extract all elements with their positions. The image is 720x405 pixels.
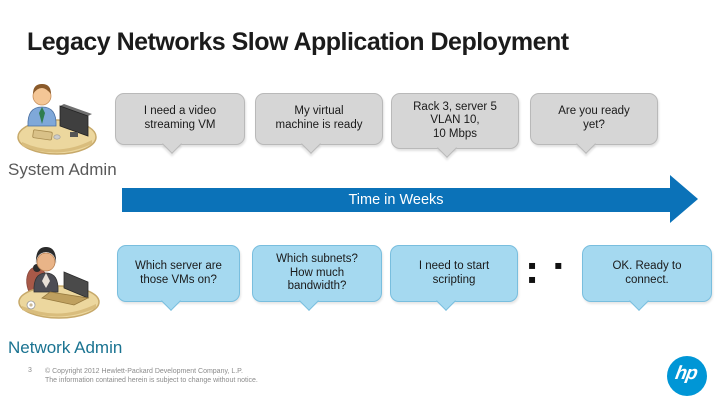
network-admin-label: Network Admin xyxy=(8,338,123,357)
system-admin-label: System Admin xyxy=(8,160,117,179)
timeline-label: Time in Weeks xyxy=(348,192,444,208)
speech-bubble-text: My virtual machine is ready xyxy=(275,105,363,131)
hp-logo: hp xyxy=(667,356,707,396)
speech-bubble-system-4: Are you ready yet? xyxy=(530,93,658,145)
ellipsis: ▪ ▪ ▪ xyxy=(528,258,570,286)
slide-page-number: 3 xyxy=(28,367,32,374)
network-admin-icon xyxy=(18,247,100,319)
speech-bubble-text: I need a video streaming VM xyxy=(143,105,217,131)
speech-bubble-network-1: Which server are those VMs on? xyxy=(117,245,240,302)
speech-bubble-text: Which subnets? How much bandwidth? xyxy=(276,253,358,293)
slide-title: Legacy Networks Slow Application Deploym… xyxy=(27,28,569,56)
hp-logo-text: hp xyxy=(673,363,699,384)
system-admin-icon xyxy=(17,84,97,155)
speech-bubble-network-4: OK. Ready to connect. xyxy=(582,245,712,302)
speech-bubble-text: Rack 3, server 5 VLAN 10, 10 Mbps xyxy=(413,100,497,140)
copyright-line-2: The information contained herein is subj… xyxy=(45,377,258,385)
timeline-arrow xyxy=(122,175,698,223)
speech-bubble-system-3: Rack 3, server 5 VLAN 10, 10 Mbps xyxy=(391,93,519,149)
speech-bubble-system-2: My virtual machine is ready xyxy=(255,93,383,145)
copyright-text: © Copyright 2012 Hewlett-Packard Develop… xyxy=(45,367,325,386)
speech-bubble-text: Which server are those VMs on? xyxy=(135,259,222,286)
speech-bubble-text: I need to start scripting xyxy=(418,259,490,286)
speech-bubble-text: OK. Ready to connect. xyxy=(612,259,682,286)
speech-bubble-text: Are you ready yet? xyxy=(558,105,630,131)
speech-bubble-network-2: Which subnets? How much bandwidth? xyxy=(252,245,382,302)
speech-bubble-network-3: I need to start scripting xyxy=(390,245,518,302)
copyright-line-1: © Copyright 2012 Hewlett-Packard Develop… xyxy=(45,368,243,375)
speech-bubble-system-1: I need a video streaming VM xyxy=(115,93,245,145)
